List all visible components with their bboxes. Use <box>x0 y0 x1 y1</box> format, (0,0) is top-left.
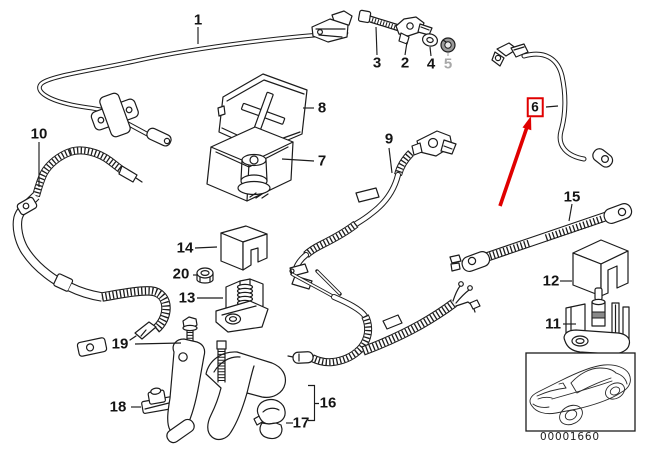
part-label-7[interactable]: 7 <box>317 152 327 170</box>
part-13-terminal-drawing <box>215 278 269 333</box>
highlight-arrow <box>498 116 532 207</box>
part-2-clamp-drawing <box>395 16 433 45</box>
part-label-9[interactable]: 9 <box>384 130 394 148</box>
part-label-4[interactable]: 4 <box>426 55 436 73</box>
car-inset <box>525 352 636 432</box>
part-12-cover-drawing <box>572 239 629 297</box>
part-7-terminal-box-drawing <box>206 126 294 202</box>
part-16-bracket-drawing <box>166 338 287 444</box>
part-label-15[interactable]: 15 <box>563 188 581 206</box>
part-14-cover-drawing <box>220 225 268 271</box>
part-3-bolt-drawing <box>357 9 400 32</box>
part-label-5[interactable]: 5 <box>443 55 453 73</box>
part-label-13[interactable]: 13 <box>178 289 196 307</box>
wiring-harness-drawing <box>287 269 481 367</box>
part-9-cable-drawing <box>289 130 457 290</box>
part-11-terminal-holder-drawing <box>563 287 631 355</box>
part-label-12[interactable]: 12 <box>542 272 560 290</box>
part-4-washer-drawing <box>421 33 439 47</box>
part-17-clip-drawing <box>253 398 286 440</box>
part-label-3[interactable]: 3 <box>372 54 382 72</box>
part-label-14[interactable]: 14 <box>176 239 194 257</box>
part-20-nut-drawing <box>196 267 214 284</box>
part-label-17[interactable]: 17 <box>292 414 310 432</box>
part-label-19[interactable]: 19 <box>111 335 129 353</box>
part-label-1[interactable]: 1 <box>193 11 203 29</box>
part-1-cable-drawing <box>37 10 353 147</box>
leader-lines <box>38 26 576 424</box>
part-label-2[interactable]: 2 <box>400 54 410 72</box>
part-6-cable-drawing <box>491 42 614 168</box>
part-label-16[interactable]: 16 <box>319 394 337 412</box>
diagram-code: 00001660 <box>540 431 600 443</box>
part-10-cable-drawing <box>12 146 171 357</box>
part-label-6[interactable]: 6 <box>526 97 544 117</box>
part-15-ground-strap-drawing <box>449 203 633 272</box>
part-label-20[interactable]: 20 <box>172 265 190 283</box>
part-label-18[interactable]: 18 <box>109 398 127 416</box>
part-label-8[interactable]: 8 <box>317 99 327 117</box>
part-8-positive-cover-drawing <box>217 73 308 152</box>
part-label-10[interactable]: 10 <box>30 125 48 143</box>
part-label-11[interactable]: 11 <box>545 315 561 333</box>
part-5-nut-drawing <box>440 37 456 53</box>
